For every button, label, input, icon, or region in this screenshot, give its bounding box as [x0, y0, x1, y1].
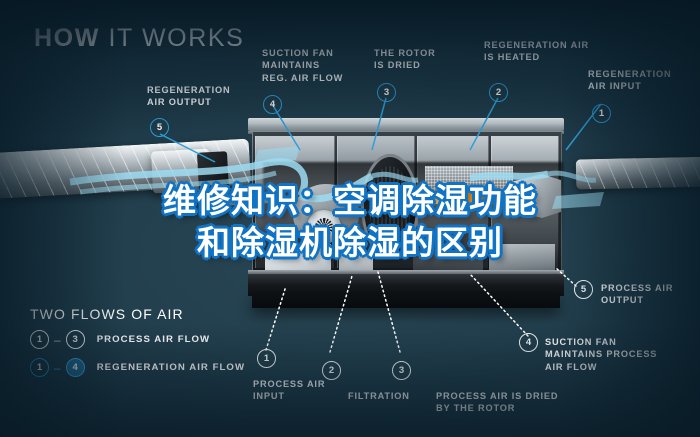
- background-vignette: [0, 0, 700, 437]
- infographic-canvas: HOW IT WORKS REGENERATIONAIR OUTPUT 5 SU…: [0, 0, 700, 437]
